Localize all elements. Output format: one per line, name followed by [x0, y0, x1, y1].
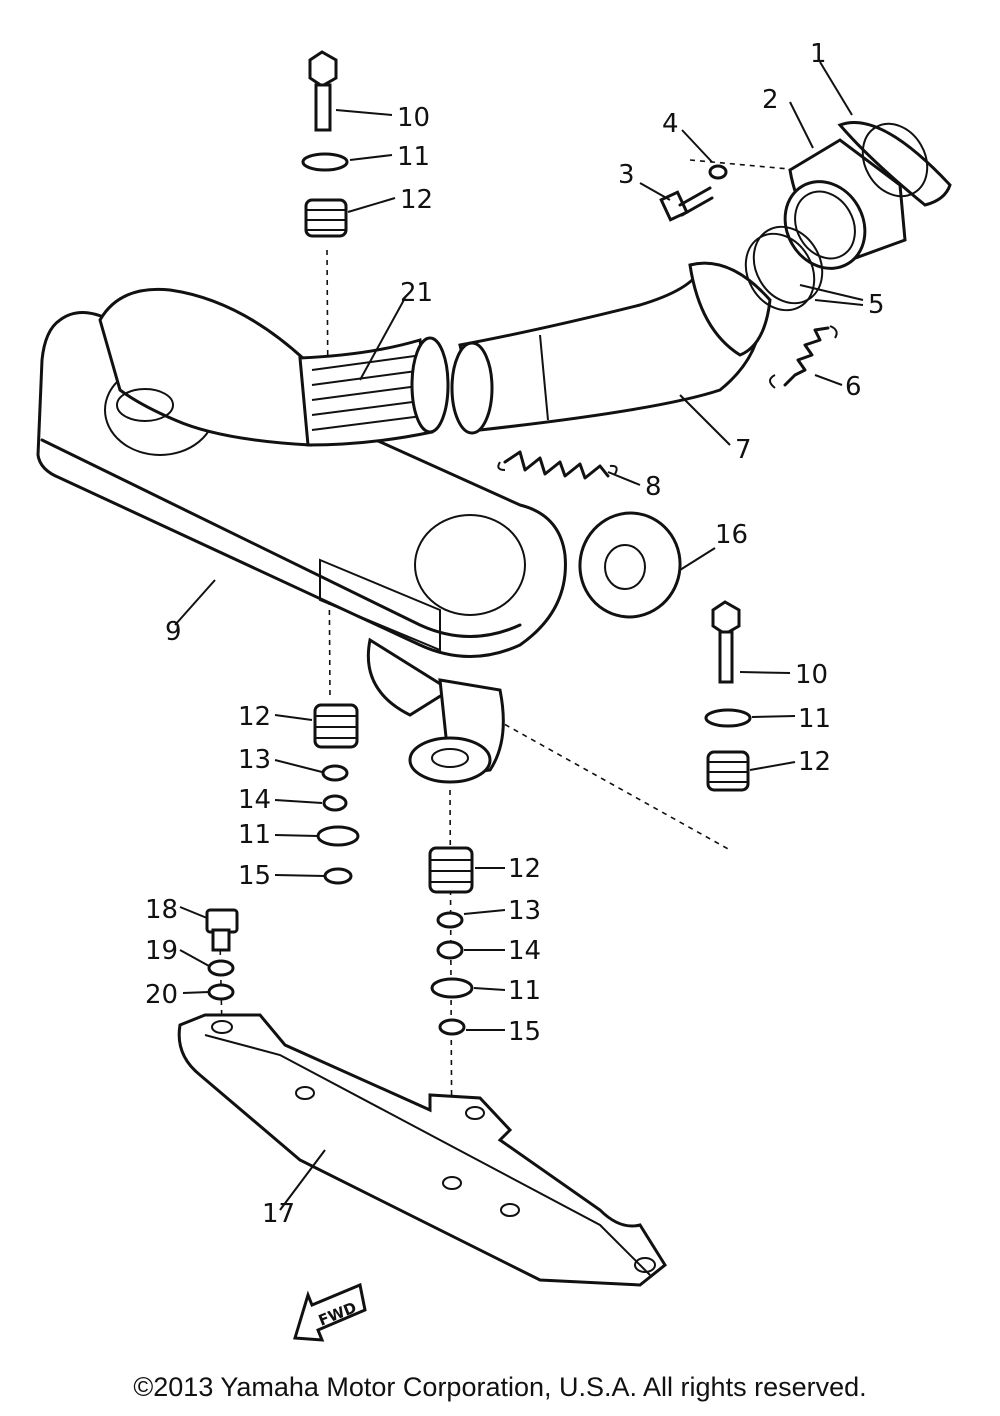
- callout-12: 12: [508, 854, 541, 884]
- left-mount-stack: [313, 703, 360, 885]
- callout-15: 15: [238, 861, 271, 891]
- callout-19: 19: [145, 936, 178, 966]
- axis-line: [689, 159, 801, 171]
- callout-11: 11: [238, 820, 271, 850]
- callout-16: 16: [715, 520, 748, 550]
- callout-5: 5: [868, 290, 885, 320]
- callout-12: 12: [400, 185, 433, 215]
- pipe-joint: [744, 121, 952, 312]
- callout-12: 12: [798, 747, 831, 777]
- flange-bolt: [659, 164, 728, 222]
- callout-10: 10: [397, 103, 430, 133]
- callout-18: 18: [145, 895, 178, 925]
- leader-lines: [174, 61, 864, 1211]
- fwd-arrow-icon: FWD: [293, 1282, 367, 1342]
- callout-8: 8: [645, 472, 662, 502]
- bracket-bolt-set: [205, 908, 239, 1001]
- callout-4: 4: [662, 109, 679, 139]
- callout-11: 11: [397, 142, 430, 172]
- callout-13: 13: [508, 896, 541, 926]
- axis-line: [469, 704, 731, 851]
- callout-15: 15: [508, 1017, 541, 1047]
- mount-bracket: [177, 1013, 667, 1287]
- callout-17: 17: [262, 1199, 295, 1229]
- callout-11: 11: [798, 704, 831, 734]
- callout-7: 7: [735, 435, 752, 465]
- callout-12: 12: [238, 702, 271, 732]
- center-mount-stack: [428, 846, 474, 1036]
- callout-9: 9: [165, 617, 182, 647]
- spring-6: [769, 325, 838, 389]
- callout-3: 3: [618, 160, 635, 190]
- exhaust-pipe: [450, 261, 772, 435]
- exploded-parts-diagram: FWD 1 2 3: [36, 39, 952, 1342]
- callout-10: 10: [795, 660, 828, 690]
- callout-1: 1: [810, 39, 827, 69]
- callout-21: 21: [400, 278, 433, 308]
- callout-14: 14: [238, 785, 271, 815]
- top-mount-set: [301, 50, 349, 238]
- callout-20: 20: [145, 980, 178, 1010]
- callout-14: 14: [508, 936, 541, 966]
- right-mount-set: [704, 600, 752, 792]
- flex-pipe: [298, 336, 450, 447]
- callout-13: 13: [238, 745, 271, 775]
- copyright-notice: ©2013 Yamaha Motor Corporation, U.S.A. A…: [133, 1372, 867, 1402]
- callout-labels: 1 2 3 4 5 6 7 8 9 10 11 12 21 16 10 11 1…: [145, 39, 885, 1229]
- spring-8: [497, 450, 618, 480]
- callout-6: 6: [845, 372, 862, 402]
- callout-2: 2: [762, 85, 779, 115]
- seal-ring: [578, 511, 682, 619]
- callout-11: 11: [508, 976, 541, 1006]
